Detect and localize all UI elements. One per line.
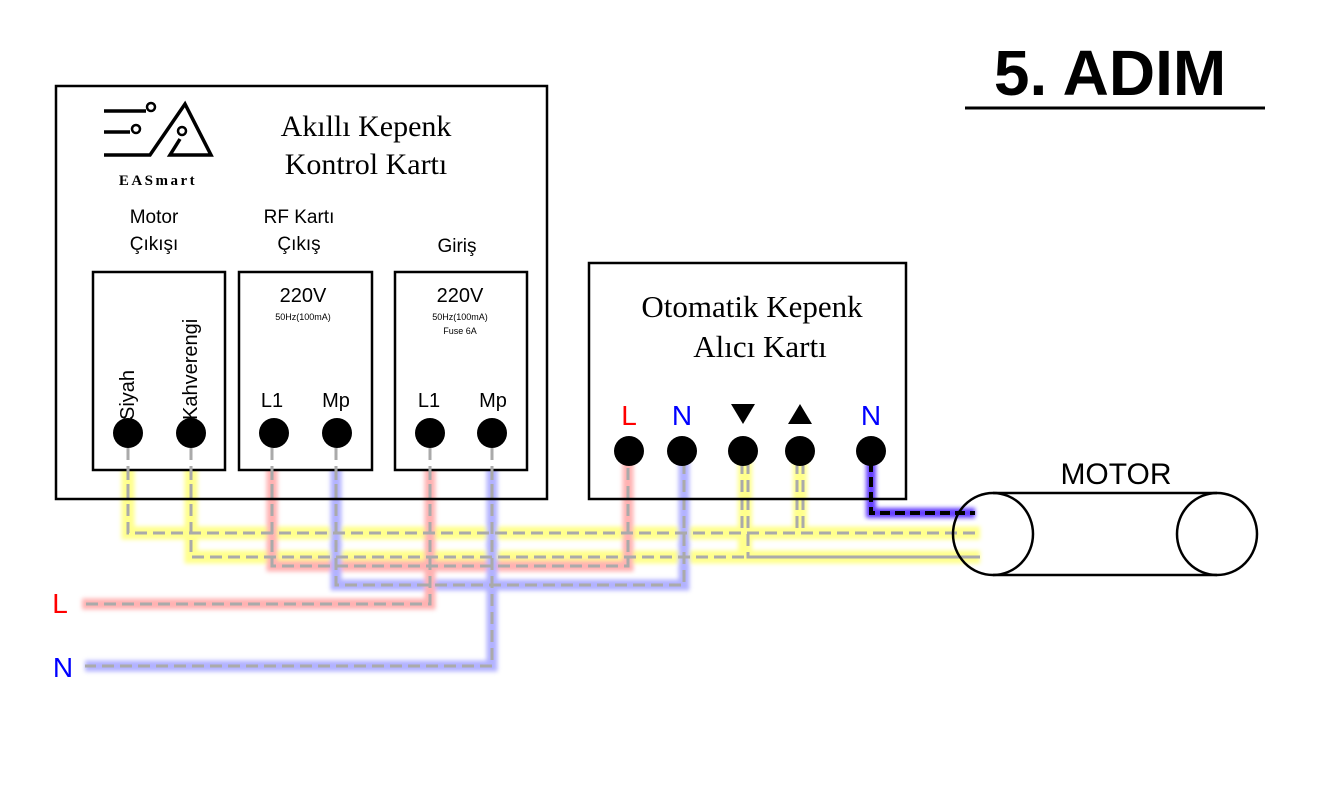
input-voltage: 220V bbox=[437, 285, 484, 307]
wire-glow-receiver-n bbox=[866, 460, 975, 518]
receiver-title-line1: Otomatik Kepenk bbox=[641, 289, 863, 324]
terminal-input-l1[interactable] bbox=[415, 418, 445, 448]
terminal-label-siyah: Siyah bbox=[117, 370, 139, 420]
input-label: Giriş bbox=[437, 236, 476, 257]
wire-rf-l1 bbox=[270, 450, 630, 568]
control-card-title-line2: Kontrol Kartı bbox=[285, 148, 447, 181]
wire-kahverengi bbox=[189, 450, 980, 559]
rf-output-label-line2: Çıkış bbox=[277, 234, 320, 255]
rf-output-label-line1: RF Kartı bbox=[264, 207, 335, 228]
mains-neutral-label: N bbox=[53, 652, 73, 683]
receiver-card: Otomatik Kepenk Alıcı Kartı L N N bbox=[587, 261, 908, 501]
wire-receiver-n bbox=[869, 462, 975, 515]
motor-output-block: Siyah Kahverengi bbox=[91, 270, 227, 472]
terminal-siyah[interactable] bbox=[113, 418, 143, 448]
easmart-logo-icon bbox=[104, 100, 214, 157]
motor-end-left bbox=[951, 491, 1035, 577]
rf-voltage: 220V bbox=[280, 285, 327, 307]
receiver-terminal-label-l: L bbox=[621, 400, 637, 431]
control-card: EASmart Akıllı Kepenk Kontrol Kartı Moto… bbox=[54, 84, 549, 501]
terminal-kahverengi[interactable] bbox=[176, 418, 206, 448]
up-arrow-icon bbox=[788, 404, 812, 424]
rf-spec: 50Hz(100mA) bbox=[275, 312, 331, 322]
terminal-rf-l1[interactable] bbox=[259, 418, 289, 448]
receiver-card-frame bbox=[587, 261, 908, 501]
terminal-input-mp[interactable] bbox=[477, 418, 507, 448]
receiver-terminal-down[interactable] bbox=[728, 436, 758, 466]
receiver-title-line2: Alıcı Kartı bbox=[693, 329, 827, 364]
motor-end-right bbox=[1175, 491, 1259, 577]
mains-live-label: L bbox=[52, 588, 68, 619]
terminal-label-input-mp: Mp bbox=[479, 390, 507, 412]
wire-rf-mp bbox=[334, 450, 686, 587]
wire-input-mp bbox=[85, 450, 494, 668]
control-card-frame bbox=[54, 84, 549, 501]
control-card-title-line1: Akıllı Kepenk bbox=[281, 110, 452, 143]
down-arrow-icon bbox=[731, 404, 755, 424]
input-block: 220V 50Hz(100mA) Fuse 6A L1 Mp bbox=[393, 270, 529, 472]
terminal-label-kahverengi: Kahverengi bbox=[180, 319, 202, 420]
input-spec-line1: 50Hz(100mA) bbox=[432, 312, 488, 322]
step-title: 5. ADIM bbox=[994, 37, 1226, 109]
input-spec-line2: Fuse 6A bbox=[443, 326, 477, 336]
receiver-terminal-l[interactable] bbox=[614, 436, 644, 466]
wire-stubs bbox=[126, 448, 494, 500]
wires bbox=[82, 450, 980, 672]
motor-output-label-line1: Motor bbox=[130, 207, 179, 228]
terminal-rf-mp[interactable] bbox=[322, 418, 352, 448]
terminal-label-rf-mp: Mp bbox=[322, 390, 350, 412]
motor-output-label-line2: Çıkışı bbox=[130, 234, 179, 255]
motor: MOTOR bbox=[951, 458, 1259, 577]
motor-label: MOTOR bbox=[1060, 458, 1171, 491]
logo-text: EASmart bbox=[119, 173, 197, 189]
rf-output-block: 220V 50Hz(100mA) L1 Mp bbox=[237, 270, 374, 472]
receiver-terminal-label-n2: N bbox=[861, 400, 881, 431]
terminal-label-input-l1: L1 bbox=[418, 390, 440, 412]
receiver-terminal-n2[interactable] bbox=[856, 436, 886, 466]
receiver-terminal-label-n: N bbox=[672, 400, 692, 431]
receiver-terminal-n[interactable] bbox=[667, 436, 697, 466]
receiver-terminal-up[interactable] bbox=[785, 436, 815, 466]
wire-input-l1 bbox=[82, 450, 432, 606]
terminal-label-rf-l1: L1 bbox=[261, 390, 283, 412]
wire-down-b bbox=[746, 462, 980, 559]
